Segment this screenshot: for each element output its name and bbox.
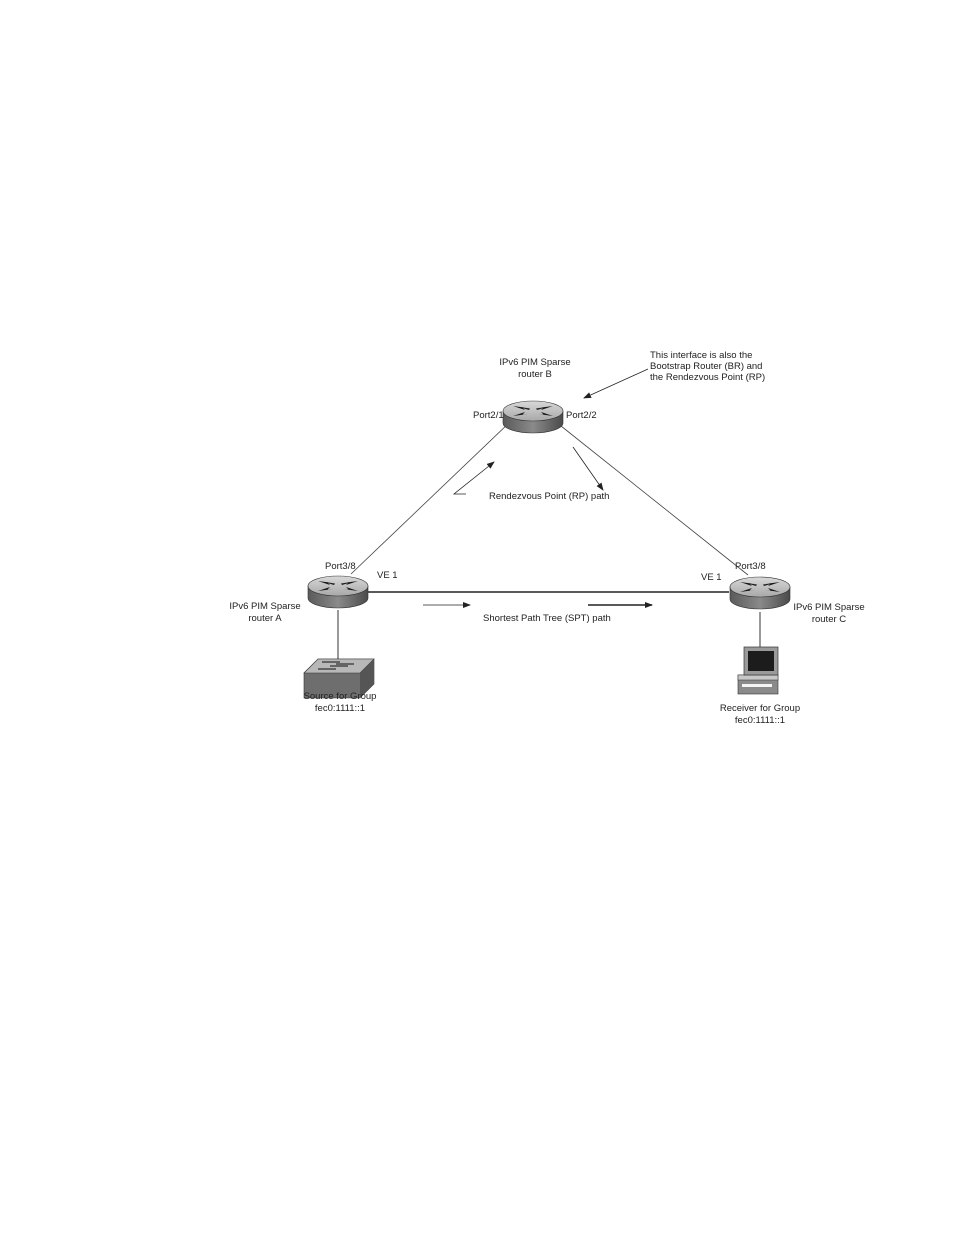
source-address: fec0:1111::1 [315,703,365,714]
router-a-title: IPv6 PIM Sparse [229,601,300,612]
computer-icon [737,646,779,695]
annotation-line-1: This interface is also the [650,350,752,361]
router-c-port: Port3/8 [735,561,766,572]
router-b-subtitle: router B [518,369,552,380]
router-b-title: IPv6 PIM Sparse [499,357,570,368]
annotation-arrow [583,368,649,399]
rp-path-label: Rendezvous Point (RP) path [489,491,609,502]
router-c-subtitle: router C [812,614,846,625]
link-a-b [350,421,511,575]
router-b-icon [502,400,564,434]
source-label: Source for Group [304,691,377,702]
router-c-title: IPv6 PIM Sparse [793,602,864,613]
spt-path-label: Shortest Path Tree (SPT) path [483,613,611,624]
rp-path-arrow-up [452,461,495,495]
router-a-ve: VE 1 [377,570,398,581]
router-c-icon [729,576,791,610]
annotation-line-2: Bootstrap Router (BR) and [650,361,762,372]
annotation-line-3: the Rendezvous Point (RP) [650,372,765,383]
switch-icon [303,658,375,699]
link-b-c [555,421,749,576]
receiver-label: Receiver for Group [720,703,800,714]
rp-path-arrow-down [572,446,604,491]
router-c-ve: VE 1 [701,572,722,583]
router-b-port-right: Port2/2 [566,410,597,421]
receiver-address: fec0:1111::1 [735,715,785,726]
router-b-port-left: Port2/1 [473,410,504,421]
router-a-port: Port3/8 [325,561,356,572]
router-a-icon [307,575,369,609]
router-a-subtitle: router A [248,613,282,624]
